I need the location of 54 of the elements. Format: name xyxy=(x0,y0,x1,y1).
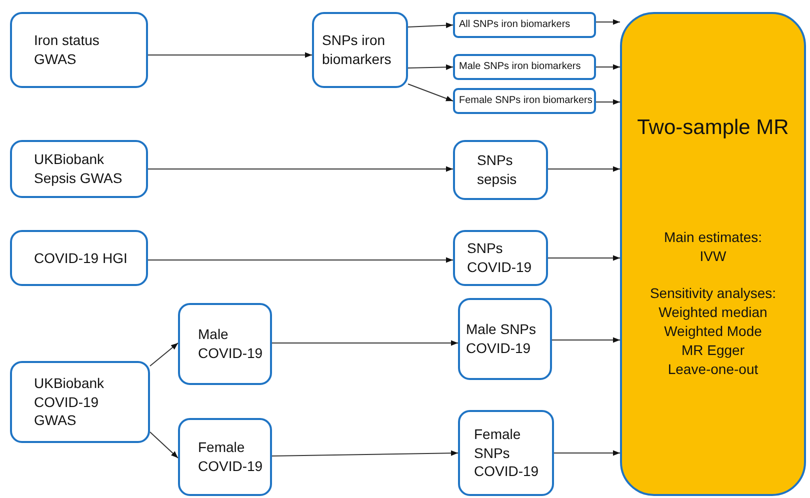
process-box xyxy=(10,140,148,198)
process-box xyxy=(453,54,596,80)
box-label: Male COVID-19 xyxy=(198,325,264,363)
arrow xyxy=(548,166,620,172)
box-label: UKBiobank COVID-19 GWAS xyxy=(34,374,106,430)
process-box xyxy=(178,418,272,496)
box-label: Female SNPs iron biomarkers xyxy=(459,94,592,108)
process-box xyxy=(453,12,596,38)
process-box xyxy=(453,88,596,114)
box-label: Male SNPs COVID-19 xyxy=(466,320,538,358)
arrow xyxy=(272,340,458,346)
box-label: Female COVID-19 xyxy=(198,438,264,476)
process-box xyxy=(10,361,150,443)
arrow xyxy=(408,22,454,28)
box-label: Iron status GWAS xyxy=(34,31,100,69)
box-label: All SNPs iron biomarkers xyxy=(459,18,570,32)
arrow xyxy=(150,342,178,366)
arrow xyxy=(408,84,454,102)
box-label: Male SNPs iron biomarkers xyxy=(459,60,581,74)
box-label: COVID-19 HGI xyxy=(34,248,128,268)
box-label: IVW xyxy=(700,247,726,266)
box-label: SNPs sepsis xyxy=(477,151,518,189)
process-box xyxy=(453,140,548,200)
box-label: Weighted Mode xyxy=(664,322,762,341)
process-box xyxy=(178,303,272,385)
arrow xyxy=(272,450,458,456)
arrow xyxy=(596,99,620,105)
box-label: Sensitivity analyses: xyxy=(650,284,776,304)
arrow xyxy=(148,257,454,263)
process-box xyxy=(458,298,552,380)
box-label: SNPs COVID-19 xyxy=(467,239,533,277)
box-label: Female SNPs COVID-19 xyxy=(474,424,540,482)
arrow xyxy=(150,432,178,458)
arrow xyxy=(596,19,620,25)
process-box xyxy=(10,230,148,286)
process-box xyxy=(453,230,548,286)
process-box xyxy=(312,12,408,88)
arrow xyxy=(148,166,454,172)
arrow xyxy=(548,255,620,261)
box-label: Weighted median xyxy=(658,303,768,322)
box-title: Two-sample MR xyxy=(637,115,789,141)
arrow xyxy=(552,337,620,343)
process-box xyxy=(458,410,554,496)
analysis-box xyxy=(620,12,806,496)
box-label: SNPs iron biomarkers xyxy=(322,31,392,69)
arrow xyxy=(148,52,312,58)
process-box xyxy=(10,12,148,88)
box-label: MR Egger xyxy=(681,340,745,360)
arrow xyxy=(554,450,620,456)
box-label: Leave-one-out xyxy=(668,360,758,379)
box-label: UKBiobank Sepsis GWAS xyxy=(34,150,124,188)
arrow xyxy=(408,64,454,70)
box-label: Main estimates: xyxy=(664,228,762,248)
arrow xyxy=(596,64,620,70)
